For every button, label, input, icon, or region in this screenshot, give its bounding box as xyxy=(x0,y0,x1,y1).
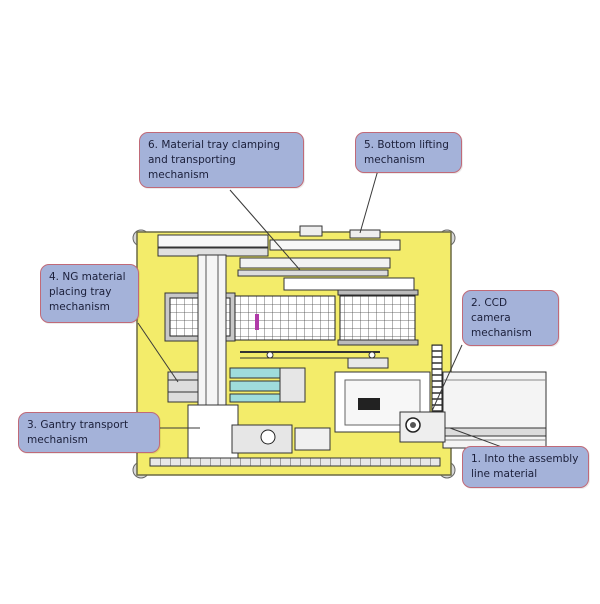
mid-rails xyxy=(237,257,415,291)
callout-gantry: 3. Gantry transport mechanism xyxy=(18,412,160,453)
callout-bottom-lifting: 5. Bottom lifting mechanism xyxy=(355,132,462,173)
ccd-camera xyxy=(399,411,446,443)
ng-tray xyxy=(167,367,306,403)
leader-lines xyxy=(137,169,511,451)
callout-ccd-camera: 2. CCD camera mechanism xyxy=(462,290,559,346)
callout-ng-tray: 4. NG material placing tray mechanism xyxy=(40,264,139,323)
bottom-rail xyxy=(149,457,441,467)
shafts xyxy=(240,351,380,359)
gantry-beam xyxy=(187,254,239,461)
top-clamping-beam xyxy=(157,225,401,257)
callout-tray-clamping: 6. Material tray clamping and transporti… xyxy=(139,132,304,188)
callout-assembly-line: 1. Into the assembly line material xyxy=(462,446,589,488)
assembly-conveyor xyxy=(442,371,547,449)
gantry-carriage xyxy=(231,424,331,454)
